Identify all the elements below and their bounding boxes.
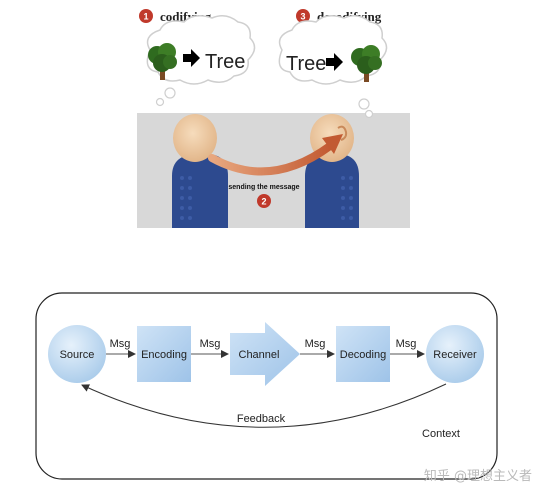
ear-icon bbox=[337, 125, 348, 141]
step-2-number: 2 bbox=[261, 197, 266, 207]
feedback-label: Feedback bbox=[237, 413, 286, 425]
step-1-badge: 1 bbox=[139, 9, 153, 23]
step-1-number: 1 bbox=[143, 12, 148, 22]
communication-illustration: 1 codifying 3 decodifying Tree Tree bbox=[137, 9, 410, 228]
watermark: 知乎 @理想主义者 bbox=[423, 469, 532, 484]
message-arrow bbox=[208, 142, 334, 176]
msg-label: Msg bbox=[305, 338, 326, 350]
encoding-label: Encoding bbox=[141, 349, 187, 361]
right-bubble-word: Tree bbox=[286, 53, 326, 75]
feedback-arrow bbox=[81, 383, 447, 428]
step-2-label: sending the message bbox=[228, 184, 299, 191]
context-label: Context bbox=[422, 428, 460, 440]
step-3-number: 3 bbox=[300, 12, 305, 22]
tree-icon bbox=[351, 45, 382, 82]
receiver-node: Receiver bbox=[426, 325, 484, 383]
decoding-node: Decoding bbox=[336, 326, 390, 382]
msg-label: Msg bbox=[396, 338, 417, 350]
receiver-person bbox=[305, 114, 359, 228]
source-node: Source bbox=[48, 325, 106, 383]
channel-node: Channel bbox=[230, 322, 300, 386]
channel-label: Channel bbox=[239, 349, 280, 361]
arrow-right-icon bbox=[326, 53, 343, 71]
context-frame bbox=[35, 292, 498, 480]
sender-person bbox=[172, 114, 228, 228]
source-label: Source bbox=[60, 349, 95, 361]
msg-label: Msg bbox=[200, 338, 221, 350]
message-arrowhead bbox=[322, 134, 343, 154]
tree-icon bbox=[148, 43, 177, 80]
receiver-label: Receiver bbox=[433, 349, 477, 361]
step-3-badge: 3 bbox=[296, 9, 310, 23]
decoding-label: Decoding bbox=[340, 349, 386, 361]
encoding-node: Encoding bbox=[137, 326, 191, 382]
msg-label: Msg bbox=[110, 338, 131, 350]
step-2-badge: 2 bbox=[257, 194, 271, 208]
arrow-right-icon bbox=[183, 49, 200, 67]
left-bubble-word: Tree bbox=[205, 51, 245, 73]
